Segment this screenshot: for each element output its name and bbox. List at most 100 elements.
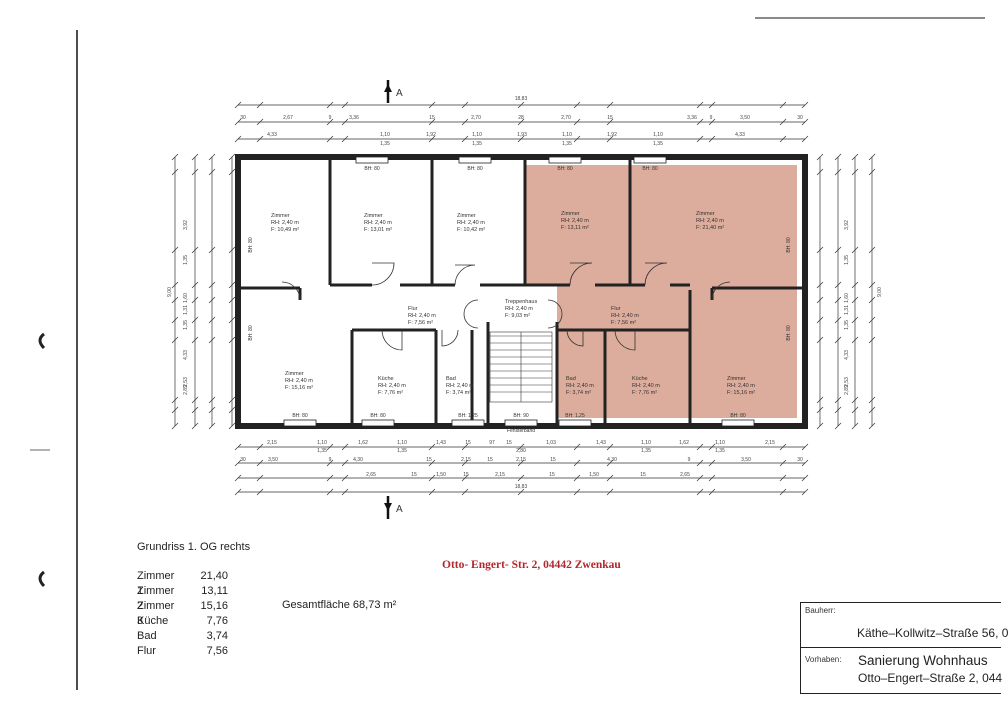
dimension-bottom: 2,65 [366,472,376,478]
window-label: BH: 80 [786,237,792,253]
room-area: F: 15,16 m² [727,390,755,396]
dimension-bottom: 1,50 [436,472,446,478]
legend-room-name: Flur [137,645,156,657]
svg-text:BH: 1,25: BH: 1,25 [458,413,478,419]
window-label: BH: 80 [248,237,254,253]
svg-text:BH: 80: BH: 80 [786,237,792,253]
window-label: BH: 90 [504,413,538,427]
room-area: F: 7,76 m² [632,390,657,396]
room-name: Küche [378,376,394,382]
dimension-top: 4,33 [267,132,277,138]
room-area: F: 7,76 m² [378,390,403,396]
dimension-bottom: 1,10 [317,440,327,446]
dimension-top: 1,10 [562,132,572,138]
dimension-bottom: 2,15 [516,457,526,463]
dimension-bottom: 1,50 [589,472,599,478]
dimension-left: 3,92 [183,220,189,230]
section-marker-top: A [384,80,403,103]
dimension-right: 1,60 [844,293,850,303]
stair-window-label: Fensterband [507,428,535,434]
legend-row: Flur 7,56 [137,644,250,659]
dimension-bottom: 1,03 [546,440,556,446]
dimension-bottom: 15 [550,457,556,463]
dimension-top: 3,36 [349,115,359,121]
room-name: Zimmer [727,376,746,382]
highlighted-apartment [525,165,797,418]
overall-width-label-bottom: 18,83 [515,484,528,490]
dimension-bottom: 3,50 [268,457,278,463]
svg-text:BH: 80: BH: 80 [364,166,380,172]
svg-text:BH: 80: BH: 80 [467,166,483,172]
interior-walls [241,160,802,423]
dimension-bottom: 15 [640,472,646,478]
room-height: RH: 2,40 m [285,378,313,384]
dimension-bottom: 1,10 [715,440,725,446]
room-height: RH: 2,40 m [611,313,639,319]
dimension-top: 1,10 [380,132,390,138]
window-label: BH: 1,25 [558,413,592,427]
dimension-bottom: 9 [688,457,691,463]
room-area: F: 10,49 m² [271,227,299,233]
legend-title: Grundriss 1. OG rechts [137,541,251,553]
svg-text:BH: 80: BH: 80 [248,325,254,341]
bauherr-value: Käthe–Kollwitz–Straße 56, 0 [857,626,1008,640]
dimension-top: 1,10 [653,132,663,138]
room-height: RH: 2,40 m [561,218,589,224]
door-swings [281,262,731,351]
legend-room-name: Zimmer 2 [137,585,175,612]
property-address: Otto- Engert- Str. 2, 04442 Zwenkau [442,559,621,571]
dimension-bottom: 15 [463,472,469,478]
dimension-bottom: 1,35 [397,448,407,454]
window-label: BH: 80 [355,156,389,172]
svg-text:BH: 90: BH: 90 [513,413,529,419]
dimension-top: 30 [797,115,803,121]
room-name: Zimmer [271,213,290,219]
dimension-top: 1,35 [653,141,663,147]
dimension-top: 1,35 [380,141,390,147]
dimension-bottom: 15 [549,472,555,478]
room-name: Zimmer [457,213,476,219]
window-label: BH: 80 [361,413,395,427]
staircase [489,331,553,403]
room-name: Küche [632,376,648,382]
svg-text:BH: 80: BH: 80 [786,325,792,341]
dimension-bottom: 1,35 [715,448,725,454]
punch-hole-mark [38,570,46,588]
legend-room-name: Zimmer 3 [137,600,175,627]
legend-room-area: 7,56 [206,645,228,657]
dimension-left: 1,35 [183,255,189,265]
vorhaben-value: Sanierung Wohnhaus [858,653,988,668]
dimension-bottom: 1,10 [397,440,407,446]
dimension-bottom: 1,62 [358,440,368,446]
dimension-left: 1,35 [183,320,189,330]
dimension-bottom: 4,30 [353,457,363,463]
svg-text:BH: 80: BH: 80 [248,237,254,253]
overall-width-label: 18,83 [515,96,528,102]
svg-text:BH: 80: BH: 80 [557,166,573,172]
dimension-bottom: 2,15 [765,440,775,446]
overall-depth-label-right: 9,00 [877,287,883,297]
room-height: RH: 2,40 m [727,383,755,389]
dimension-top: 1,10 [472,132,482,138]
svg-text:A: A [396,504,403,515]
room-name: Bad [446,376,456,382]
dimension-bottom: 2,15 [461,457,471,463]
window-label: BH: 80 [721,413,755,427]
dimension-bottom: 1,10 [641,440,651,446]
legend-room-area: 13,11 [201,585,228,597]
room-height: RH: 2,40 m [364,220,392,226]
window-label: BH: 80 [633,156,667,172]
dimension-top: 3,50 [740,115,750,121]
dimension-right: 1,35 [844,255,850,265]
window-label: BH: 80 [786,325,792,341]
dimension-left: 1,31 [183,305,189,315]
dimension-bottom: 4,30 [607,457,617,463]
